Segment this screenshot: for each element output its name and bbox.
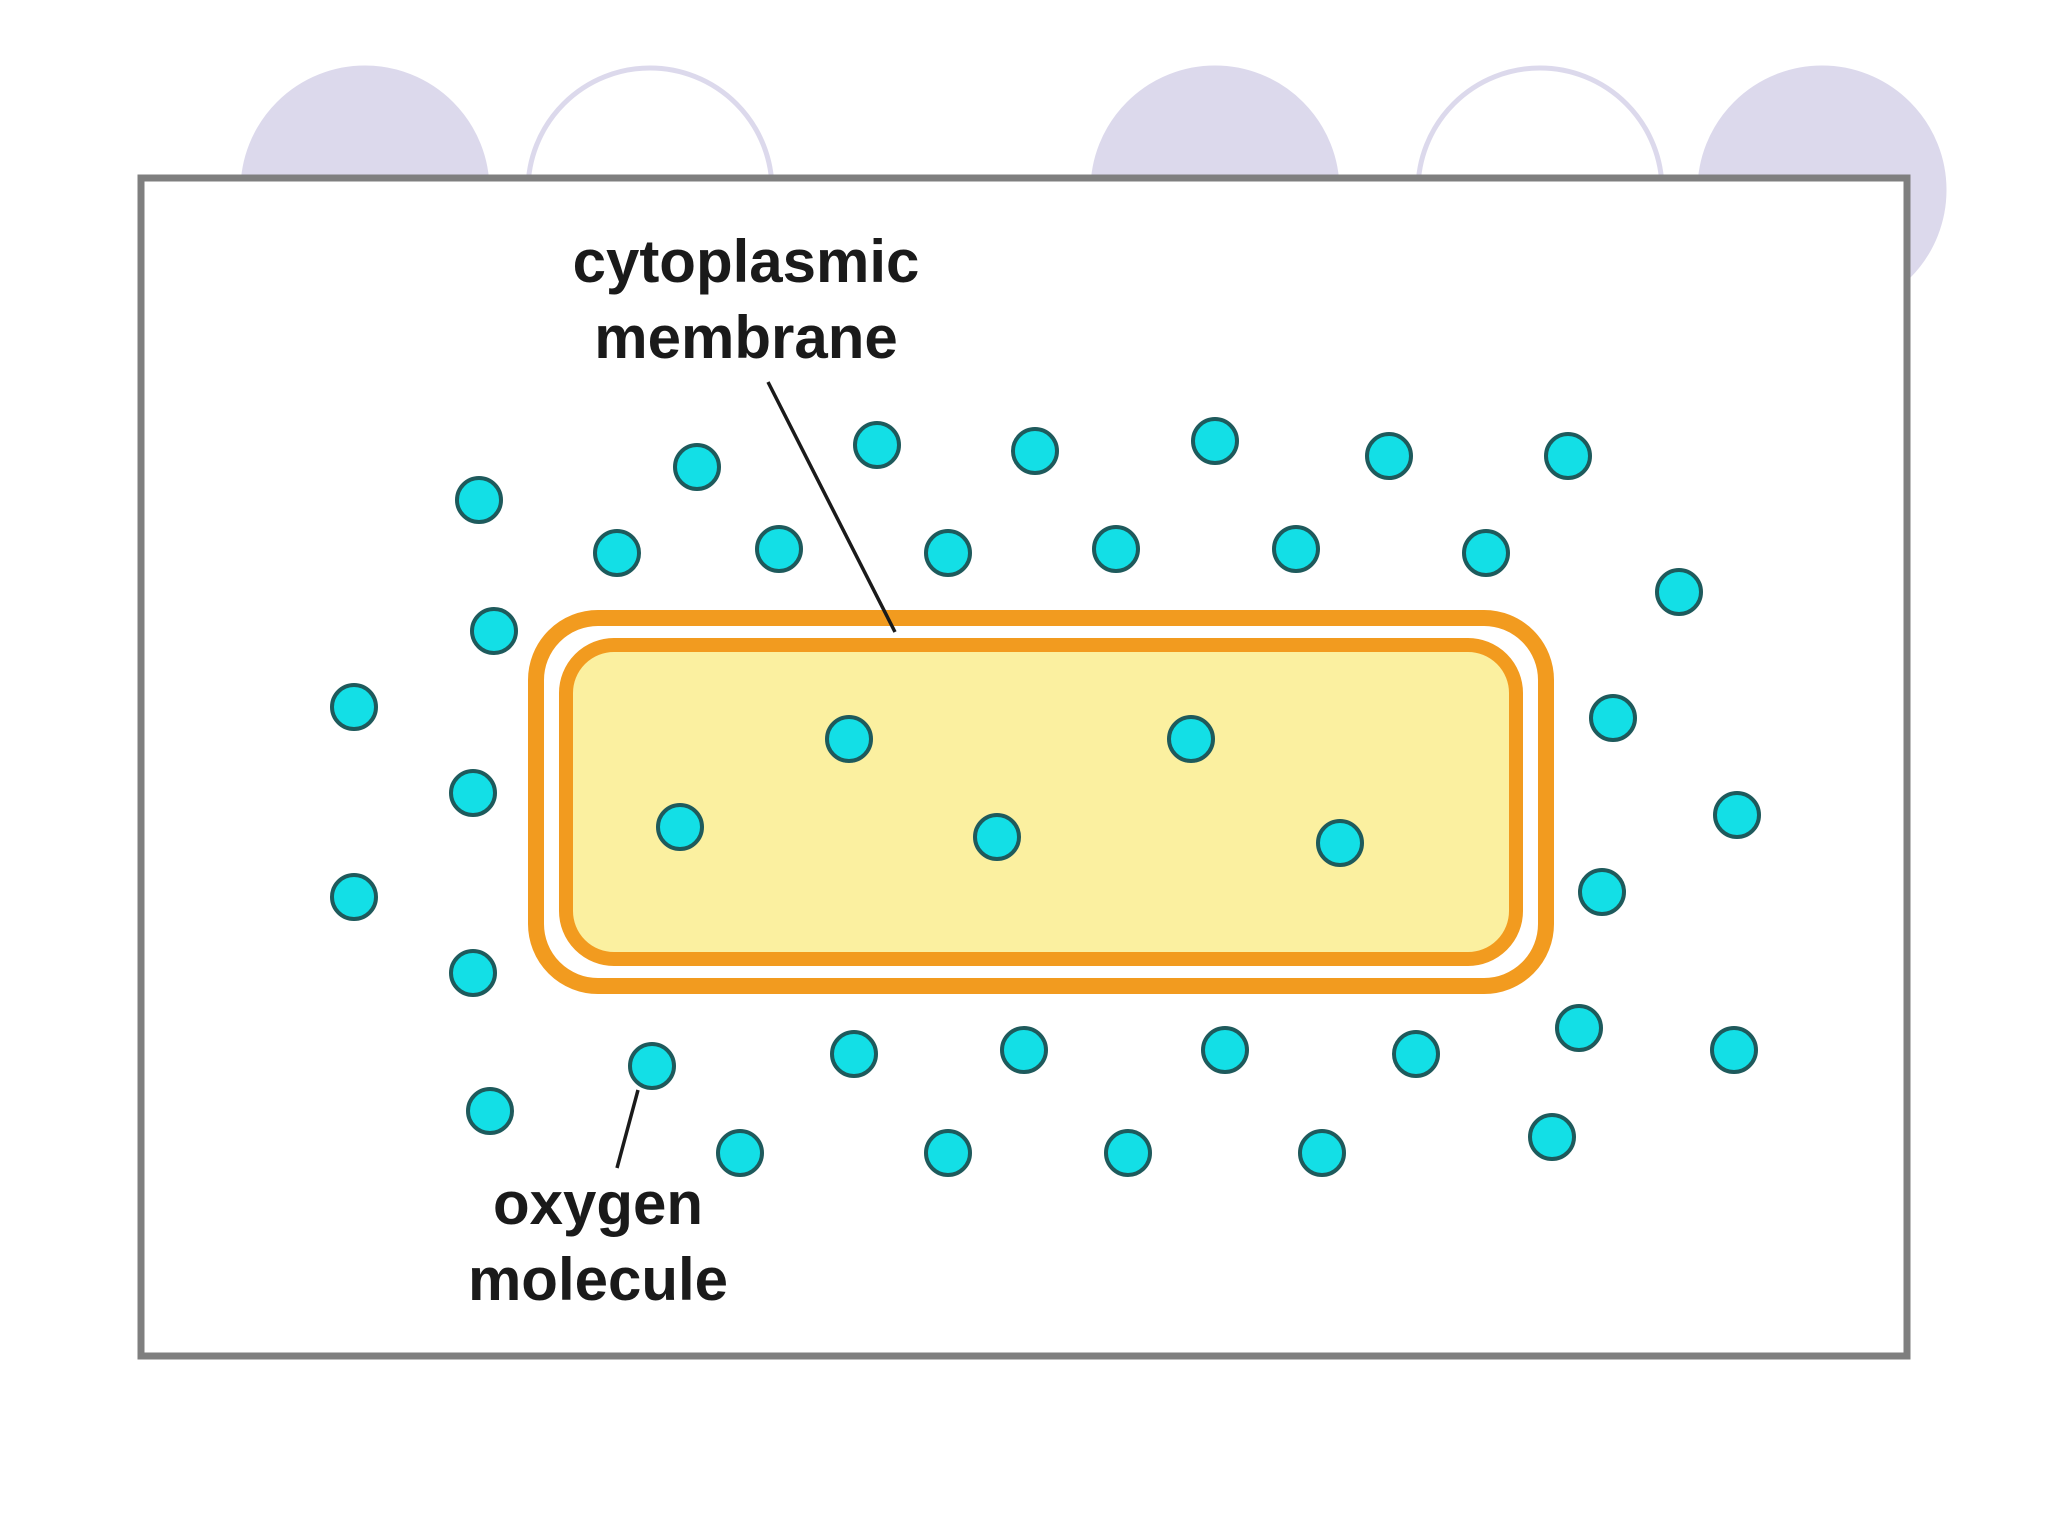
cell-wall <box>528 610 1554 994</box>
oxygen-molecules <box>330 417 1761 1177</box>
oxygen-molecule <box>1462 529 1510 577</box>
oxygen-molecule <box>330 873 378 921</box>
molecule-label-line1: oxygen <box>493 1170 703 1237</box>
oxygen-molecule <box>449 769 497 817</box>
oxygen-molecule <box>973 813 1021 861</box>
oxygen-molecule <box>1191 417 1239 465</box>
oxygen-molecule <box>924 1129 972 1177</box>
oxygen-molecule <box>1713 791 1761 839</box>
membrane-label-line1: cytoplasmic <box>573 228 920 295</box>
oxygen-molecule <box>1272 525 1320 573</box>
oxygen-molecule <box>455 476 503 524</box>
oxygen-molecule <box>628 1042 676 1090</box>
oxygen-molecule <box>593 529 641 577</box>
oxygen-molecule <box>716 1129 764 1177</box>
bacterial-cell <box>528 610 1554 994</box>
oxygen-molecule <box>1655 568 1703 616</box>
oxygen-molecule <box>1589 694 1637 742</box>
molecule-leader-line <box>615 1089 640 1169</box>
oxygen-molecule <box>466 1087 514 1135</box>
molecule-label-line2: molecule <box>468 1246 728 1313</box>
oxygen-molecule <box>1104 1129 1152 1177</box>
cytoplasmic-membrane <box>559 638 1523 966</box>
oxygen-molecule <box>470 607 518 655</box>
oxygen-molecule <box>1000 1026 1048 1074</box>
oxygen-molecule <box>1316 819 1364 867</box>
oxygen-molecule <box>1298 1129 1346 1177</box>
oxygen-molecule <box>825 715 873 763</box>
oxygen-molecule <box>1201 1026 1249 1074</box>
oxygen-molecule <box>1710 1026 1758 1074</box>
oxygen-molecule <box>330 683 378 731</box>
oxygen-molecule <box>1555 1004 1603 1052</box>
oxygen-molecule <box>449 949 497 997</box>
oxygen-molecule <box>1011 427 1059 475</box>
membrane-label-line2: membrane <box>594 304 897 371</box>
oxygen-molecule <box>1544 432 1592 480</box>
oxygen-molecule <box>656 803 704 851</box>
oxygen-molecule <box>1167 715 1215 763</box>
oxygen-molecule <box>1578 868 1626 916</box>
oxygen-molecule <box>924 529 972 577</box>
oxygen-molecule <box>853 421 901 469</box>
oxygen-molecule <box>755 525 803 573</box>
oxygen-molecule <box>830 1030 878 1078</box>
oxygen-molecule <box>1392 1030 1440 1078</box>
membrane-leader-line <box>766 381 897 633</box>
oxygen-molecule <box>1092 525 1140 573</box>
oxygen-molecule <box>1528 1113 1576 1161</box>
oxygen-molecule <box>673 443 721 491</box>
oxygen-molecule <box>1365 432 1413 480</box>
